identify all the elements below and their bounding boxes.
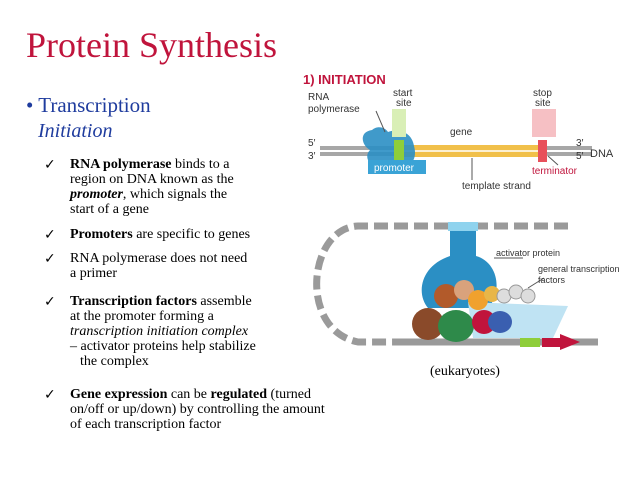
bullet-symbol: • [26, 93, 34, 117]
factors-pointer [527, 277, 545, 289]
item-text: start of a gene [70, 202, 149, 217]
promoter-box [368, 160, 426, 174]
item-bold: regulated [210, 387, 268, 402]
promoter-label: promoter [374, 163, 415, 174]
five-prime-right: 5′ [576, 151, 584, 162]
item-text: binds to a [171, 157, 230, 172]
item-text: on/off or up/down) by controlling the am… [70, 402, 325, 417]
section-label: 1) INITIATION [303, 72, 386, 87]
item-text: assemble [196, 294, 252, 309]
factor-orange [468, 290, 488, 310]
polymerase-pointer [375, 110, 386, 133]
template-strand-label: template strand [462, 181, 531, 192]
start-region [520, 338, 540, 347]
start-site-label-box [392, 109, 406, 137]
checkmark-icon: ✓ [44, 157, 56, 173]
start-site-marker [394, 140, 404, 162]
stop-site-marker [538, 140, 547, 162]
item-text: the complex [80, 354, 149, 369]
stop-label-l2: site [535, 98, 551, 109]
item-text: region on DNA known as the [70, 172, 234, 187]
item-text: (turned [267, 387, 311, 402]
list-item: RNA polymerase does not need a primer [70, 251, 247, 281]
checkmark-icon: ✓ [44, 227, 56, 243]
dna-initiation-diagram: RNA polymerase start site gene stop site… [308, 88, 614, 192]
item-bold: Transcription factors [70, 294, 197, 309]
stop-site-label-box [532, 109, 556, 137]
dna-label: DNA [590, 148, 614, 160]
dna-loop [313, 222, 568, 346]
item-bold: Promoters [70, 227, 133, 242]
enhancer-region [448, 222, 478, 231]
three-prime-right: 3′ [576, 138, 584, 149]
eukaryotes-caption: (eukaryotes) [430, 364, 500, 379]
factor-blue [488, 311, 512, 333]
start-arrow-base [542, 338, 560, 347]
factor-gray-3 [520, 288, 536, 304]
activator-label: activator protein [496, 248, 560, 258]
gtf-label-l2: factors [538, 275, 566, 285]
list-item: Gene expression can be regulated (turned… [70, 387, 325, 432]
item-text: a primer [70, 266, 118, 281]
item-bold: Gene expression [70, 387, 168, 402]
list-item: RNA polymerase binds to a region on DNA … [70, 157, 234, 217]
checkmark-icon: ✓ [44, 251, 56, 267]
five-prime-left: 5′ [308, 138, 316, 149]
page-title: Protein Synthesis [26, 25, 278, 65]
item-text: can be [167, 387, 211, 402]
initiation-complex-diagram: activator protein general transcription … [313, 222, 620, 350]
factor-dark-brown [412, 308, 444, 340]
start-arrow-icon [560, 334, 580, 350]
terminator-label: terminator [532, 166, 578, 177]
subheading-initiation: Initiation [38, 120, 113, 142]
item-text: – activator proteins help stabilize [70, 339, 256, 354]
item-text: at the promoter forming a [70, 309, 214, 324]
gtf-label-l1: general transcription [538, 264, 620, 274]
start-label-l2: site [396, 98, 412, 109]
item-text: , which signals the [122, 187, 228, 202]
factor-tan [454, 280, 474, 300]
item-bold: RNA polymerase [70, 157, 172, 172]
gene-label: gene [450, 127, 473, 138]
list-item: Transcription factors assemble at the pr… [70, 294, 256, 369]
item-text: of each transcription factor [70, 417, 222, 432]
item-text: are specific to genes [132, 227, 251, 242]
checkmark-icon: ✓ [44, 294, 56, 310]
item-text: RNA polymerase does not need [70, 251, 248, 266]
terminator-pointer [547, 155, 559, 166]
stop-label-l1: stop [533, 88, 552, 99]
rna-label-l1: RNA [308, 92, 329, 103]
factor-brown [434, 284, 458, 308]
start-label-l1: start [393, 88, 413, 99]
list-item: Promoters are specific to genes [70, 227, 250, 242]
item-italic: transcription initiation complex [70, 324, 249, 339]
factor-yellow [484, 286, 500, 302]
bullet-text: Transcription [38, 93, 151, 117]
factor-green [438, 310, 474, 342]
item-bold-italic: promoter [70, 187, 123, 202]
rna-label-l2: polymerase [308, 104, 360, 115]
checkmark-icon: ✓ [44, 387, 56, 403]
bullet-transcription: • Transcription [26, 93, 151, 118]
three-prime-left: 3′ [308, 151, 316, 162]
